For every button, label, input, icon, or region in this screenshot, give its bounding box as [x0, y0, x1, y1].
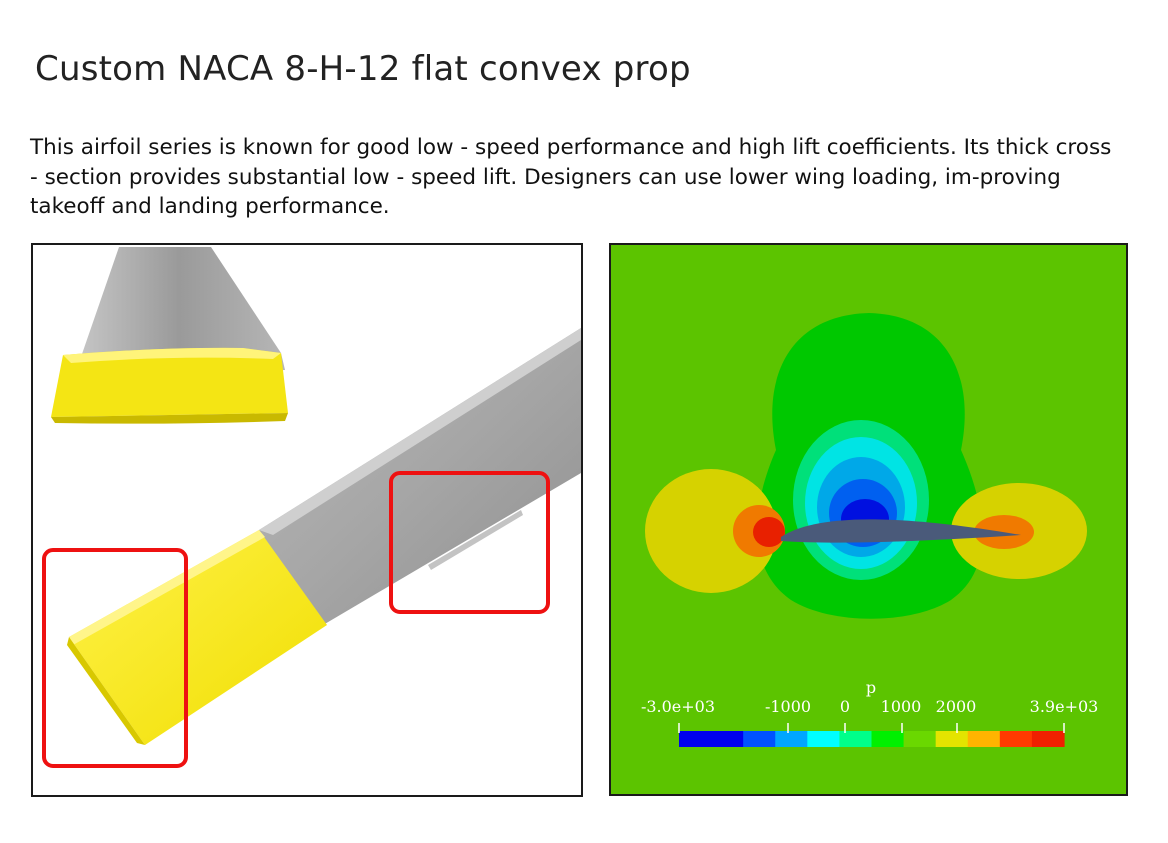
colorbar: p -3.0e+03 -1000 0 1000 2000 3.9e+03 [641, 678, 1098, 747]
colorbar-segment [775, 731, 808, 747]
pressure-contour-plot: p -3.0e+03 -1000 0 1000 2000 3.9e+03 [641, 313, 1098, 747]
inset-blade-image [51, 247, 288, 424]
colorbar-tick-label: -3.0e+03 [641, 697, 715, 716]
main-blade-image [67, 328, 581, 745]
propeller-photo [42, 247, 581, 768]
colorbar-segment [711, 731, 744, 747]
colorbar-segment [935, 731, 969, 747]
colorbar-tick-label: 2000 [936, 697, 977, 716]
colorbar-tick-label: 1000 [881, 697, 922, 716]
airfoil-shape [781, 519, 1021, 543]
colorbar-segment [1031, 731, 1065, 747]
page-title: Custom NACA 8-H-12 flat convex prop [35, 49, 691, 89]
colorbar-tick-label: -1000 [765, 697, 811, 716]
highlight-box-trailing-edge [389, 471, 550, 614]
colorbar-segment [743, 731, 776, 747]
highlight-box-tip [42, 548, 188, 768]
colorbar-gradient [679, 731, 1065, 747]
colorbar-segment [967, 731, 1001, 747]
colorbar-segment [903, 731, 937, 747]
colorbar-tick-label: 0 [840, 697, 850, 716]
colorbar-segment [839, 731, 873, 747]
colorbar-segment [871, 731, 905, 747]
colorbar-segment [807, 731, 841, 747]
cfd-pressure-panel: p -3.0e+03 -1000 0 1000 2000 3.9e+03 [609, 243, 1128, 796]
colorbar-tick-label: 3.9e+03 [1030, 697, 1099, 716]
colorbar-variable-label: p [866, 678, 876, 697]
colorbar-segment [679, 731, 712, 747]
description-text: This airfoil series is known for good lo… [30, 135, 1112, 219]
propeller-photo-panel [31, 243, 583, 797]
colorbar-segment [999, 731, 1033, 747]
